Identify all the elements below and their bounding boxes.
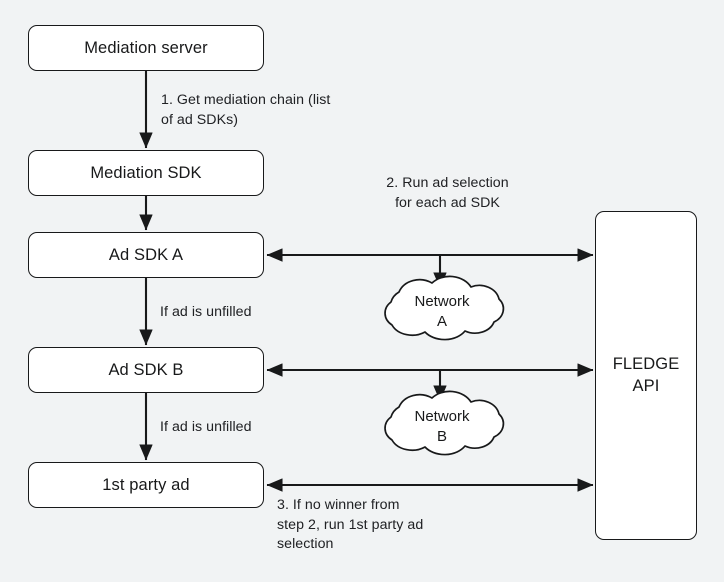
edge-label-unfilled-a: If ad is unfilled [160, 304, 252, 320]
edge-label-step-2: 2. Run ad selection for each ad SDK [386, 175, 509, 211]
edge-label-step-1: 1. Get mediation chain (list of ad SDKs) [161, 92, 331, 128]
network-b-label: Network B [414, 408, 470, 445]
node-ad-sdk-a-label: Ad SDK A [108, 245, 184, 264]
edge-label-step-3: 3. If no winner from step 2, run 1st par… [277, 497, 424, 553]
node-first-party-ad[interactable]: 1st party ad [28, 462, 264, 508]
node-mediation-server[interactable]: Mediation server [28, 25, 264, 71]
node-ad-sdk-b[interactable]: Ad SDK B [28, 347, 264, 393]
node-mediation-server-label: Mediation server [84, 38, 208, 57]
network-b-cloud-icon [384, 390, 505, 456]
node-mediation-sdk[interactable]: Mediation SDK [28, 150, 264, 196]
node-fledge-api[interactable]: FLEDGE API [595, 211, 697, 540]
network-a-label: Network A [414, 293, 470, 330]
network-a-cloud-icon [384, 275, 505, 341]
node-ad-sdk-b-label: Ad SDK B [108, 360, 184, 379]
node-ad-sdk-a[interactable]: Ad SDK A [28, 232, 264, 278]
node-fledge-api-label: FLEDGE API [612, 355, 680, 395]
node-mediation-sdk-label: Mediation SDK [90, 163, 202, 182]
node-first-party-ad-label: 1st party ad [102, 475, 190, 494]
edge-label-unfilled-b: If ad is unfilled [160, 419, 252, 435]
